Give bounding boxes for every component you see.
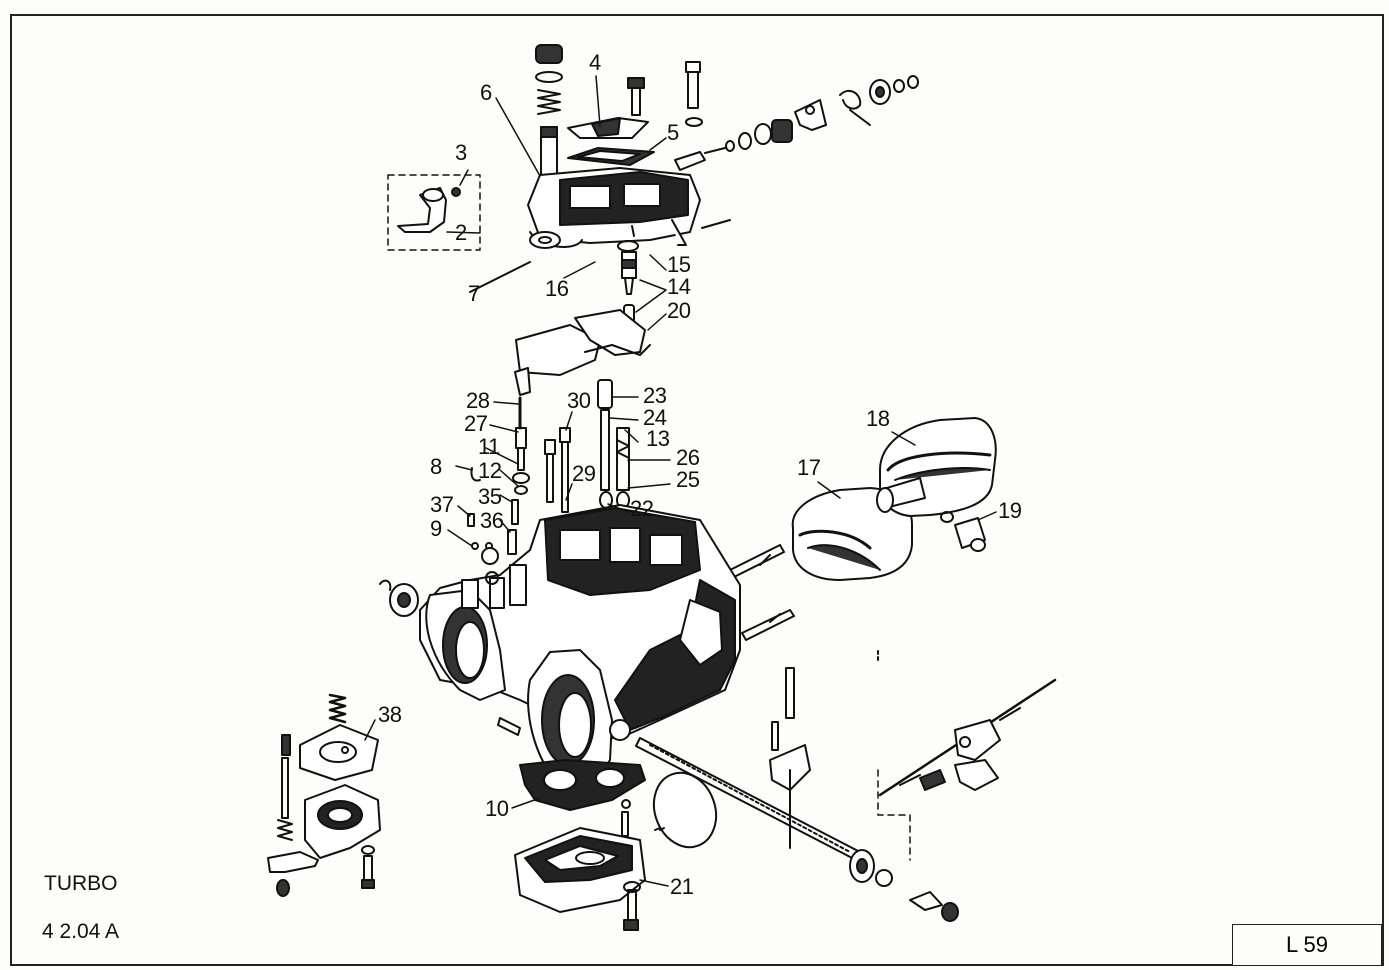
- callout-30: 30: [567, 388, 591, 413]
- callout-20: 20: [667, 298, 691, 323]
- callout-3: 3: [455, 140, 467, 165]
- callout-26: 26: [676, 445, 700, 470]
- callout-2: 2: [455, 220, 467, 245]
- page-reference-box: L 59: [1232, 924, 1382, 966]
- callout-9: 9: [430, 516, 442, 541]
- model-label: TURBO: [44, 872, 118, 895]
- callout-16: 16: [545, 276, 569, 301]
- air-filter-parts: [719, 417, 997, 641]
- callout-6: 6: [480, 80, 492, 105]
- page-reference: L 59: [1285, 932, 1328, 957]
- callout-12: 12: [478, 458, 502, 483]
- callout-15: 15: [667, 252, 691, 277]
- callout-36: 36: [480, 508, 504, 533]
- callout-25: 25: [676, 467, 700, 492]
- callout-11: 11: [478, 434, 500, 459]
- accelerator-pump: [267, 693, 381, 897]
- callout-24: 24: [643, 405, 667, 430]
- callout-21: 21: [670, 874, 694, 899]
- callout-10: 10: [485, 796, 509, 821]
- carburetor-body: [379, 504, 741, 791]
- float-assembly: [515, 309, 651, 376]
- callout-29: 29: [572, 461, 596, 486]
- callout-4: 4: [589, 50, 601, 75]
- callout-38: 38: [378, 702, 402, 727]
- top-cover-assembly: [387, 44, 919, 328]
- callout-14: 14: [667, 274, 691, 299]
- callout-7: 7: [468, 281, 480, 306]
- callout-13: 13: [646, 426, 670, 451]
- callout-35: 35: [478, 484, 502, 509]
- drawing-code: 4 2.04 A: [42, 920, 120, 943]
- callout-5: 5: [667, 120, 679, 145]
- callout-22: 22: [630, 496, 654, 521]
- base-parts: [514, 759, 669, 931]
- callout-27: 27: [464, 411, 488, 436]
- leader-lines: [364, 75, 997, 887]
- callout-19: 19: [998, 498, 1022, 523]
- callout-37: 37: [430, 492, 454, 517]
- throttle-spindle: [635, 649, 959, 922]
- jet-parts: [467, 367, 630, 555]
- callout-23: 23: [643, 383, 667, 408]
- callout-28: 28: [466, 388, 490, 413]
- linkage-rod: [877, 678, 1057, 861]
- callout-8: 8: [430, 454, 442, 479]
- callout-18: 18: [866, 406, 890, 431]
- callout-17: 17: [797, 455, 821, 480]
- page-border: [10, 14, 1384, 966]
